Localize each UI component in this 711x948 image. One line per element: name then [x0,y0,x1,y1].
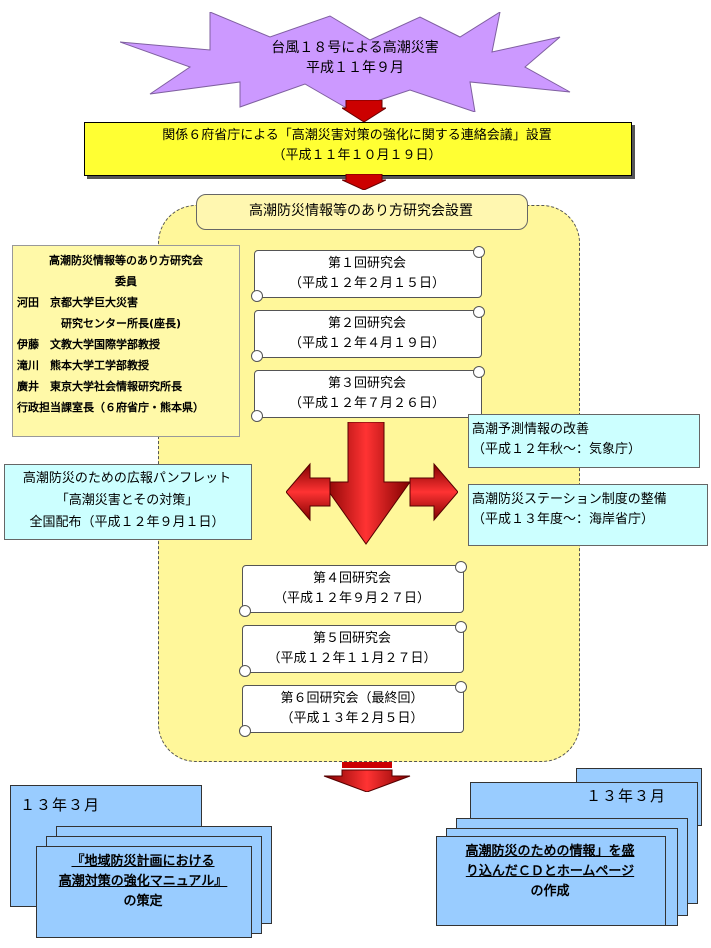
meeting-6-scroll [239,681,467,737]
meeting-2-scroll [251,306,485,362]
meeting-6-text: 第６回研究会（最終回） （平成１３年２月５日） [242,689,462,729]
member-row: 行政担当課室長（６府省庁・熊本県） [17,401,204,414]
station-text: 高潮防災ステーション制度の整備 （平成１３年度～：海岸省庁） [472,490,702,530]
down-arrow-1 [342,100,386,122]
members-subtitle: 委員 [115,275,137,288]
meeting-1-name: 第１回研究会 [327,256,406,271]
disaster-title: 台風１８号による高潮災害 平成１１年９月 [180,38,530,78]
liaison-meeting-line2: （平成１１年１０月１９日） [272,148,442,163]
forecast-text: 高潮予測情報の改善 （平成１２年秋～：気象庁） [472,420,694,460]
meeting-6-date: （平成１３年２月５日） [280,711,424,726]
liaison-meeting-text: 関係６府省庁による「高潮災害対策の強化に関する連絡会議」設置 （平成１１年１０月… [84,126,630,166]
output-left-text: 『地域防災計画における 高潮対策の強化マニュアル』 の策定 [36,852,250,912]
member-row: 伊藤 文教大学国際学部教授 [17,338,160,351]
members-title: 高潮防災情報等のあり方研究会 [49,254,203,267]
pamphlet-line2: 「高潮災害とその対策」 [55,493,199,508]
study-group-header [196,194,528,230]
left-arrow [286,462,331,522]
meeting-1-text: 第１回研究会 （平成１２年２月１５日） [254,254,480,294]
pamphlet-box [4,464,252,540]
output-right-line1: 高潮防災のための情報」を盛 [465,844,635,859]
meeting-4-text: 第４回研究会 （平成１２年９月２７日） [242,569,462,609]
meeting-1-date: （平成１２年２月１５日） [288,276,445,291]
meeting-3-scroll [251,366,485,422]
forecast-line2: （平成１２年秋～：気象庁） [472,442,642,457]
disaster-line1: 台風１８号による高潮災害 [271,40,439,56]
output-right-line3: の作成 [530,884,570,899]
output-right-front [436,836,666,926]
meeting-2-text: 第２回研究会 （平成１２年４月１９日） [254,314,480,354]
member-row: 廣井 東京大学社会情報研究所長 [17,380,182,393]
right-arrow [409,462,458,522]
meeting-5-date: （平成１２年１１月２７日） [267,651,437,666]
meeting-4-name: 第４回研究会 [312,571,391,586]
meeting-3-name: 第３回研究会 [327,376,406,391]
liaison-meeting-line1: 関係６府省庁による「高潮災害対策の強化に関する連絡会議」設置 [162,128,552,143]
output-right-date: １３年３月 [586,787,667,805]
meeting-5-text: 第５回研究会 （平成１２年１１月２７日） [242,629,462,669]
station-box [468,484,708,546]
forecast-line1: 高潮予測情報の改善 [472,422,590,437]
bottom-down-arrow [323,762,411,792]
pamphlet-line3: 全国配布（平成１２年９月１日） [29,515,225,530]
member-row: 研究センター所長(座長) [17,317,182,330]
meeting-4-scroll [239,561,467,617]
pamphlet-line1: 高潮防災のための広報パンフレット [22,471,232,486]
starburst-shape [120,12,571,112]
member-row: 河田 京都大学巨大災害 [17,296,138,309]
pamphlet-text: 高潮防災のための広報パンフレット 「高潮災害とその対策」 全国配布（平成１２年９… [4,468,250,534]
member-row: 滝川 熊本大学工学部教授 [17,359,149,372]
station-line2: （平成１３年度～：海岸省庁） [472,512,655,527]
meeting-6-name: 第６回研究会（最終回） [280,691,424,706]
meeting-3-text: 第３回研究会 （平成１２年７月２６日） [254,374,480,414]
meeting-5-scroll [239,621,467,677]
meeting-4-date: （平成１２年９月２７日） [273,591,430,606]
meeting-1-scroll [251,246,485,302]
meeting-2-name: 第２回研究会 [327,316,406,331]
output-right-line2: り込んだＣＤとホームページ [465,864,635,879]
liaison-meeting-box [84,122,632,176]
disaster-line2: 平成１１年９月 [306,60,404,76]
station-line1: 高潮防災ステーション制度の整備 [472,492,667,507]
output-left-line2: 高潮対策の強化マニュアル』 [58,874,228,889]
center-down-arrow [321,422,411,545]
meeting-5-name: 第５回研究会 [312,631,391,646]
members-box: 高潮防災情報等のあり方研究会 委員 河田 京都大学巨大災害 研究センター所長(座… [12,245,240,437]
output-left-date: １３年３月 [20,796,101,814]
meeting-2-date: （平成１２年４月１９日） [288,336,445,351]
meeting-3-date: （平成１２年７月２６日） [288,396,445,411]
output-left-front [36,846,252,938]
output-right-text: 高潮防災のための情報」を盛 り込んだＣＤとホームページ の作成 [436,842,664,902]
forecast-box [468,414,700,468]
down-arrow-2 [342,174,386,190]
study-group-title: 高潮防災情報等のあり方研究会設置 [249,203,473,219]
output-left-line1: 『地域防災計画における [71,854,215,869]
output-left-line3: の策定 [123,894,163,909]
